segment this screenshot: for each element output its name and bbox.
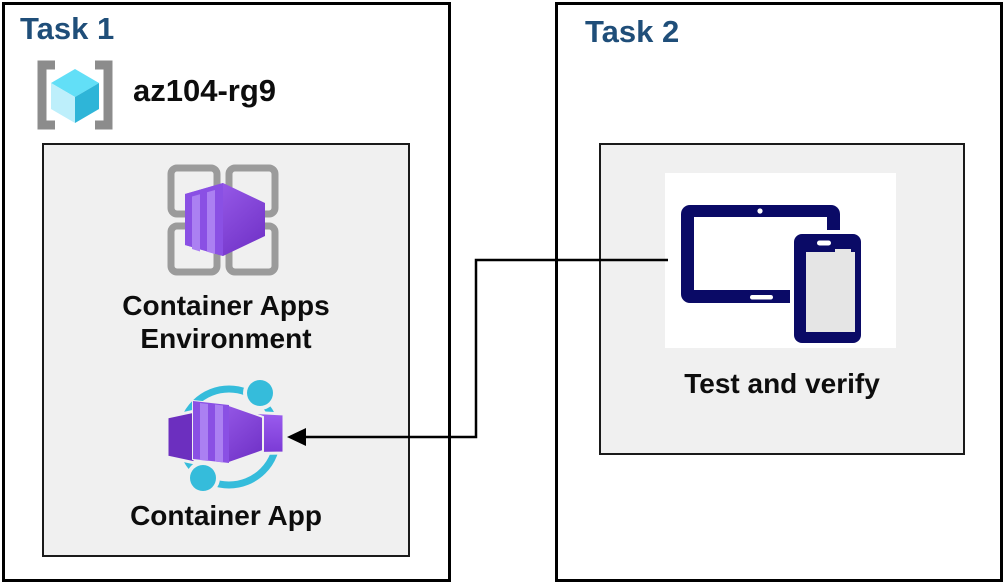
resource-group-icon xyxy=(28,57,122,133)
task2-title: Task 2 xyxy=(585,14,680,49)
task1-panel: Container Apps Environment xyxy=(42,143,410,557)
task2-panel: Test and verify xyxy=(599,143,965,455)
task2-box: Task 2 Test and verify xyxy=(555,2,1003,582)
task1-box: Task 1 az104-rg9 xyxy=(2,2,451,582)
test-and-verify-label: Test and verify xyxy=(684,368,880,399)
resource-group-name: az104-rg9 xyxy=(133,73,277,108)
container-apps-environment-icon xyxy=(163,160,283,280)
devices-icon xyxy=(665,173,896,348)
container-app-label: Container App xyxy=(130,500,322,531)
container-app-icon xyxy=(165,376,287,497)
task1-title: Task 1 xyxy=(20,11,115,46)
container-apps-environment-label: Container Apps Environment xyxy=(122,290,330,354)
resource-group-row: az104-rg9 xyxy=(28,55,428,135)
